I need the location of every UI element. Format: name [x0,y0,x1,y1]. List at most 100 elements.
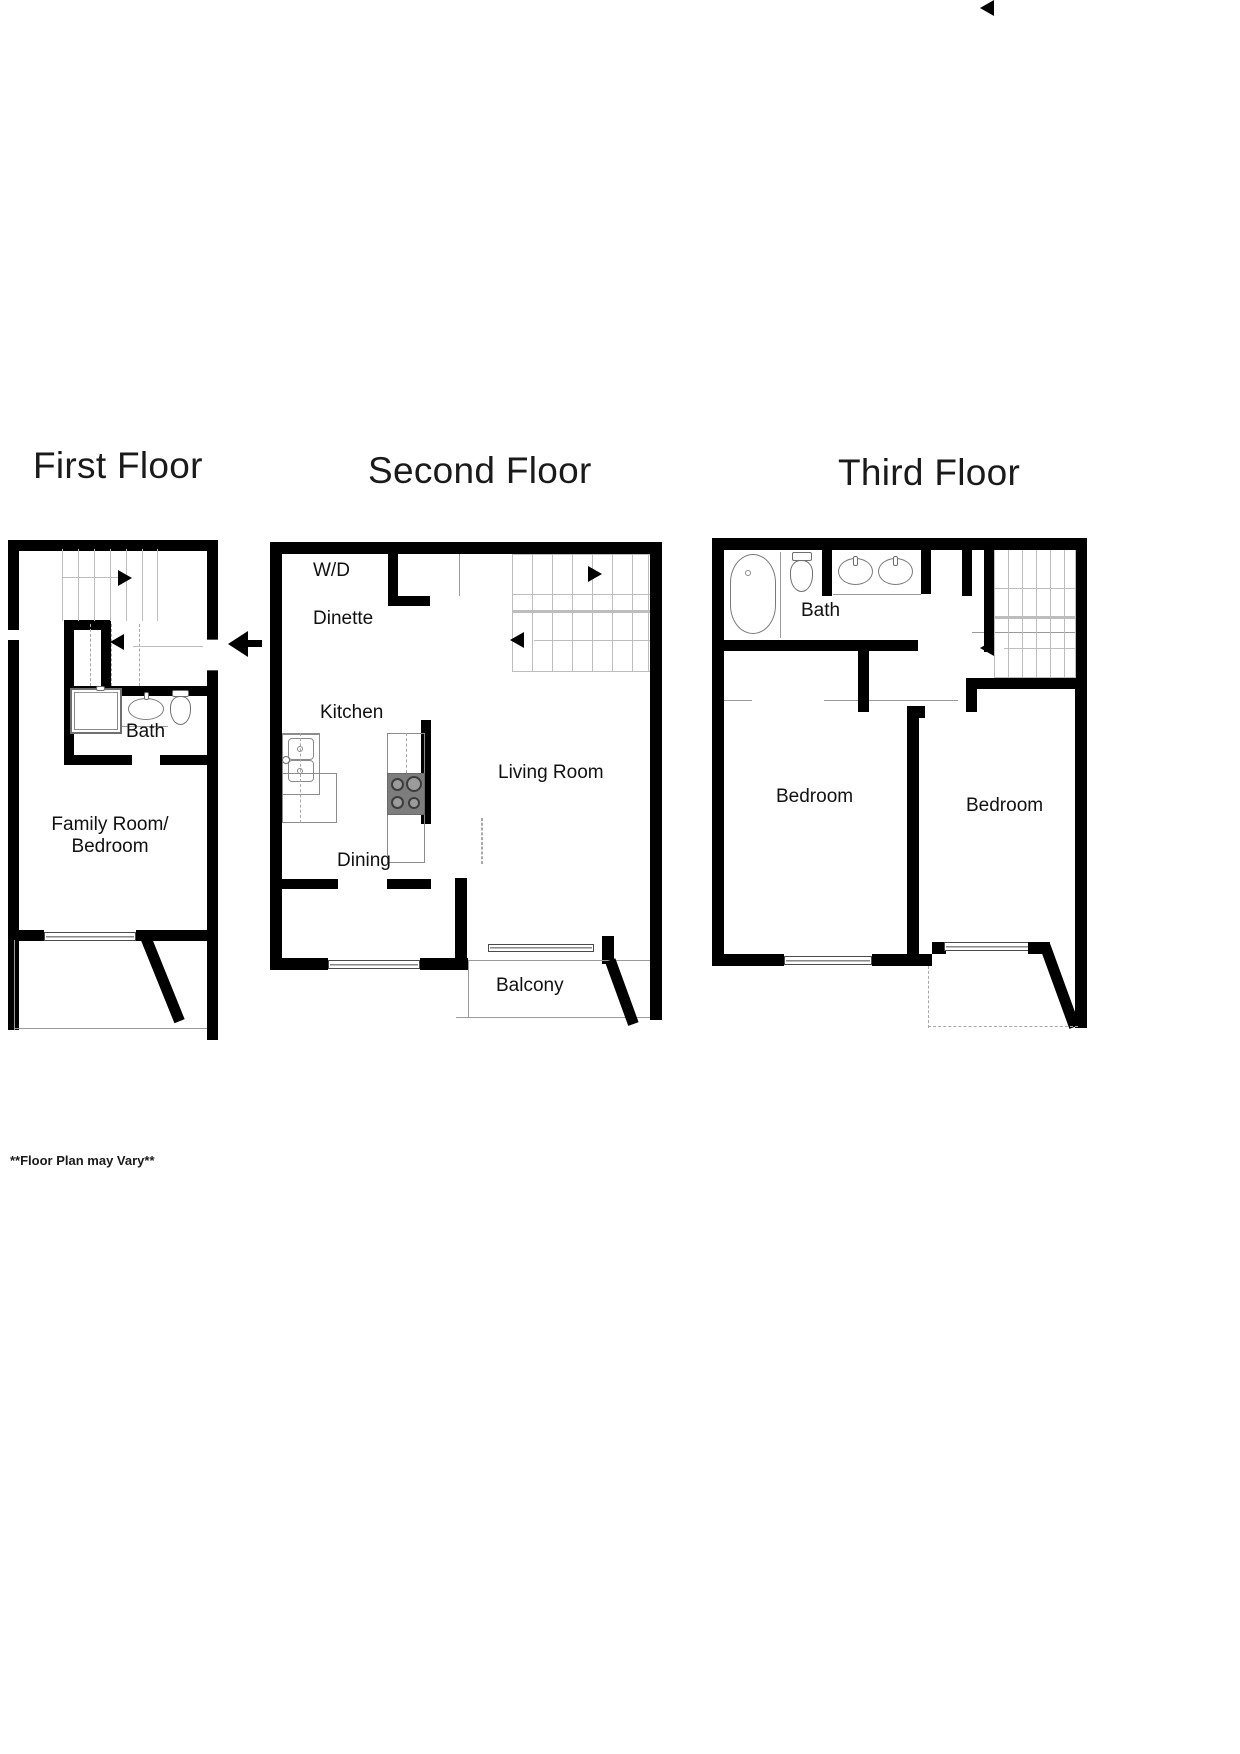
wall2-exterior-right [650,542,662,962]
wd-unit-divider [459,554,461,596]
wall3-exterior-bottom-left [712,954,784,966]
floor-title-first: First Floor [33,445,203,486]
burner-rear-right [408,797,420,809]
floor-plan-second: W/D Dinette Kitchen [0,0,662,1180]
stairs2-up-arrow [588,566,602,582]
wall-stair-right-short [101,620,111,690]
wall-bottom-right [136,930,218,941]
toilet-bowl-icon [170,696,191,725]
vanity3-faucet-left-icon [853,556,858,566]
kitchen-base-cabinet [282,773,337,823]
balcony-rail-bottom [456,1017,656,1019]
balcony-sliding-door [488,944,594,952]
door-entry-threshold-2 [207,670,218,672]
wall-exterior-right-upper [207,540,218,640]
vanity-counter-front [122,726,168,728]
wall2-balcony-right-wall [602,936,614,964]
bathtub-drain-icon [745,570,751,576]
wall3-bedroom-divider-nub [907,706,925,718]
wall3-bath-bottom-right [856,640,918,651]
wall-patio-right [207,940,218,1030]
room-label-family-room-bedroom: Family Room/ Bedroom [51,814,169,857]
wall-exterior-left-upper [8,540,19,630]
wall3-exterior-bottom-mid [872,954,932,966]
bathtub-edge-line [780,552,782,638]
room-label-bedroom-left: Bedroom [776,786,854,807]
wall2-exterior-top [270,542,662,554]
floor-plan-first: Bath Family Room/ Bedroom [0,0,262,1180]
wall3-toilet-wall [822,550,832,596]
wall-stair-left [64,626,74,690]
room-label-dining: Dining [337,850,391,871]
wall3-closet-right-vert [966,678,977,712]
wall3-exterior-left [712,538,724,966]
room-label-dinette: Dinette [313,608,374,629]
wall2-wd-right [388,554,398,606]
wall-exterior-top [8,540,218,551]
wall-stair-left-nub [64,620,111,630]
wall-bath-left [64,686,74,765]
window-bedroom-right [944,942,1030,951]
wall2-balcony-outer-right [650,940,662,1020]
wall3-exterior-right [1075,538,1087,1028]
kitchen-faucet-icon [282,756,290,764]
wall3-exterior-bottom-right [932,942,946,954]
wall3-patio-diagonal [1040,944,1080,1029]
room-label-wd: W/D [313,560,350,581]
floor-title-third: Third Floor [838,452,1021,493]
patio3-dash-left [928,966,929,1028]
stairs-down [111,624,207,686]
wall3-hall-vertical [858,640,869,712]
kitchen-cabinet-centerline [300,733,301,823]
patio-edge-left [14,940,16,1030]
stairs-down-arrow [110,634,124,650]
wall-bottom-left [8,930,44,941]
kitchen-range-centerline-lower [482,818,483,864]
vanity3-counter-front [833,594,921,596]
closet3-shelf-line-right [972,632,1076,634]
closet3-shelf-across [824,700,958,702]
floor-plan-third: Bath Bedroom Bedroom [0,0,1087,1180]
kitchen-sink-basin-area [282,733,320,795]
patio-sliding-door [44,932,136,941]
wall2-balcony-diagonal [605,958,639,1026]
room-label-bath-third: Bath [801,600,841,621]
window-bedroom-left [784,956,872,965]
floor-title-second: Second Floor [368,450,592,491]
shower-door-line [76,692,116,694]
wall2-exterior-left [270,542,282,970]
stairs3-down-arrow [980,0,994,16]
burner-rear-left [391,796,404,809]
floor-plan-disclaimer: **Floor Plan may Vary** [10,1153,155,1168]
stairs2-down-arrow [510,632,524,648]
stairs2 [512,554,650,673]
room-label-kitchen: Kitchen [320,702,384,723]
wall3-bedroom-divider [907,706,919,958]
wall2-kitchen-footer-left [282,879,338,889]
wall2-kitchen-footer-right [387,879,431,889]
wall-exterior-left-lower [8,640,19,940]
vanity3-faucet-right-icon [893,556,898,566]
shower-faucet-icon [96,686,105,691]
balcony-rail-top [468,960,656,962]
closet3-shelf-line-left [724,700,752,702]
stairs3-arrow [980,640,994,656]
window-dining [328,960,420,969]
kitchen-cabinet-dash-right [481,818,482,864]
patio3-dash-bottom [928,1026,1078,1027]
wall2-wd-bottom [388,596,430,606]
wall3-vanity-wall [921,550,931,594]
wall-stair-bottom [64,686,218,696]
toilet3-bowl-icon [790,560,813,592]
burner-front-right [406,776,422,792]
room-label-balcony: Balcony [496,975,564,996]
wall3-bath-bottom-left [718,640,868,651]
patio-edge-bottom [14,1028,210,1030]
room-label-bath-first: Bath [126,721,166,742]
bathtub-icon [730,554,776,634]
wall2-exterior-bottom-left [270,958,328,970]
room-label-bedroom-right: Bedroom [966,795,1044,816]
room-label-living-room: Living Room [498,762,604,783]
wall3-bath-right-stub [962,550,972,596]
